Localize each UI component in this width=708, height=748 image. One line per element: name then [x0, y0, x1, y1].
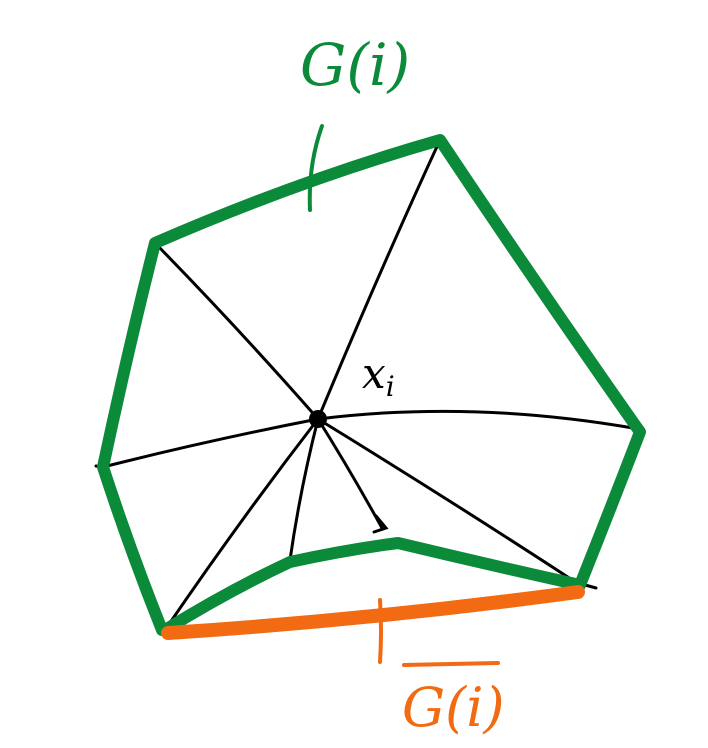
- spoke-bottom-mid: [316, 417, 384, 530]
- orange-label-overline: [402, 661, 500, 667]
- orange-region-label: G(i): [402, 676, 505, 739]
- green-polygon: [97, 134, 646, 636]
- orange-label-pointer: [378, 598, 383, 664]
- green-label-pointer: [307, 124, 324, 212]
- spokes: [94, 138, 635, 632]
- spoke-bottom-right: [316, 417, 582, 587]
- green-edge-highlight: [159, 135, 437, 240]
- spoke-bottom-left: [288, 417, 320, 562]
- orange-boundary-edge: [161, 585, 585, 640]
- green-region-label: G(i): [300, 31, 410, 99]
- spoke-top-right: [316, 138, 442, 421]
- center-vertex-label-x: x: [362, 349, 386, 398]
- spoke-right: [316, 409, 635, 430]
- spoke-bottom-far-left: [163, 417, 320, 632]
- spoke-top-left: [153, 241, 320, 421]
- center-vertex-label: xi: [362, 349, 395, 403]
- green-outer-boundary: [97, 134, 646, 636]
- spoke-tail: [372, 514, 389, 534]
- center-vertex-dot: [309, 410, 327, 428]
- spoke-left: [101, 417, 320, 469]
- center-vertex-label-i: i: [386, 370, 395, 403]
- green-inner-boundary: [159, 537, 586, 636]
